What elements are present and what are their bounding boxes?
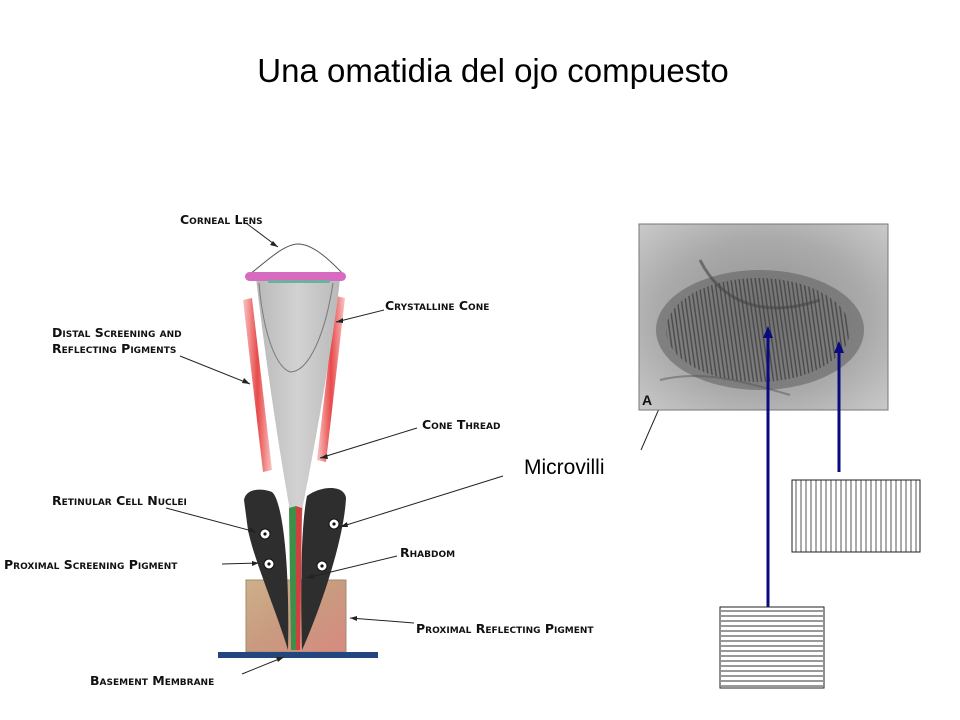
- label-distal-line2: Reflecting Pigments: [52, 341, 177, 356]
- microvilli-horizontal-box: [719, 606, 825, 689]
- cone-inner-outline: [258, 282, 334, 373]
- label-rhabdom: Rhabdom: [400, 545, 456, 560]
- label-retinular-nuclei: Retinular Cell Nuclei: [52, 493, 187, 508]
- rhabdom-red: [296, 506, 302, 650]
- distal-pigment-left: [243, 298, 272, 472]
- micrograph-image: [638, 223, 889, 411]
- basement-membrane-bar: [218, 652, 378, 658]
- label-cone-thread: Cone Thread: [422, 417, 501, 432]
- label-basement-membrane: Basement Membrane: [90, 673, 215, 688]
- microvilli-vertical-box: [791, 479, 921, 553]
- label-proximal-screening: Proximal Screening Pigment: [4, 557, 178, 572]
- page-title: Una omatidia del ojo compuesto: [257, 52, 729, 89]
- retinular-cell-left: [244, 489, 289, 650]
- crystalline-cone-shape: [256, 278, 340, 580]
- label-crystalline-cone: Crystalline Cone: [385, 298, 490, 313]
- corneal-lens-band: [245, 272, 346, 281]
- micrograph-panel-letter: A: [642, 392, 653, 408]
- label-distal-line1: Distal Screening and: [52, 325, 182, 340]
- label-microvilli: Microvilli: [524, 456, 605, 479]
- rhabdom-green: [289, 506, 296, 650]
- corneal-lens-dome: [248, 243, 345, 276]
- label-proximal-reflecting: Proximal Reflecting Pigment: [416, 621, 594, 636]
- distal-pigment-right: [317, 296, 345, 462]
- label-corneal-lens: Corneal Lens: [180, 212, 263, 227]
